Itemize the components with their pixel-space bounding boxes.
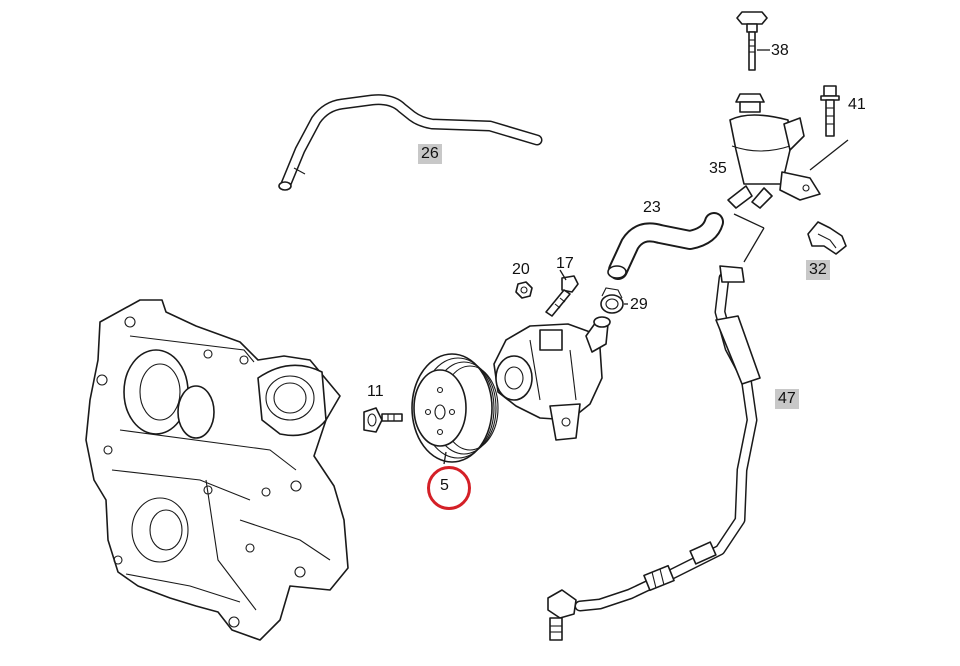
label-32: 32 [806, 260, 830, 280]
label-29: 29 [630, 296, 648, 313]
bolt-17[interactable] [545, 275, 579, 317]
clamp-29[interactable] [600, 287, 628, 314]
leader-5 [443, 451, 447, 465]
hose-26[interactable] [278, 94, 543, 191]
bolt-41[interactable] [820, 85, 840, 137]
label-35: 35 [709, 160, 727, 177]
label-38: 38 [771, 42, 789, 59]
leader-17 [559, 269, 567, 281]
timing-cover[interactable] [85, 299, 349, 641]
label-5: 5 [440, 477, 449, 494]
label-41: 41 [848, 96, 866, 113]
pressure-hose-47[interactable] [547, 265, 761, 641]
label-23: 23 [643, 199, 661, 216]
hose-23[interactable] [607, 212, 724, 280]
label-11: 11 [367, 383, 384, 400]
pulley-5[interactable] [411, 353, 499, 463]
power-steering-pump[interactable] [493, 316, 611, 441]
clip-32[interactable] [807, 221, 847, 255]
label-17: 17 [556, 255, 574, 272]
label-26: 26 [418, 144, 442, 164]
reservoir-35[interactable] [727, 93, 849, 263]
bolt-11[interactable] [363, 407, 403, 433]
cap-38[interactable] [736, 11, 770, 71]
nut-20[interactable] [515, 281, 533, 299]
label-20: 20 [512, 261, 530, 278]
highlight-circle-5 [427, 466, 471, 510]
label-47: 47 [775, 389, 799, 409]
